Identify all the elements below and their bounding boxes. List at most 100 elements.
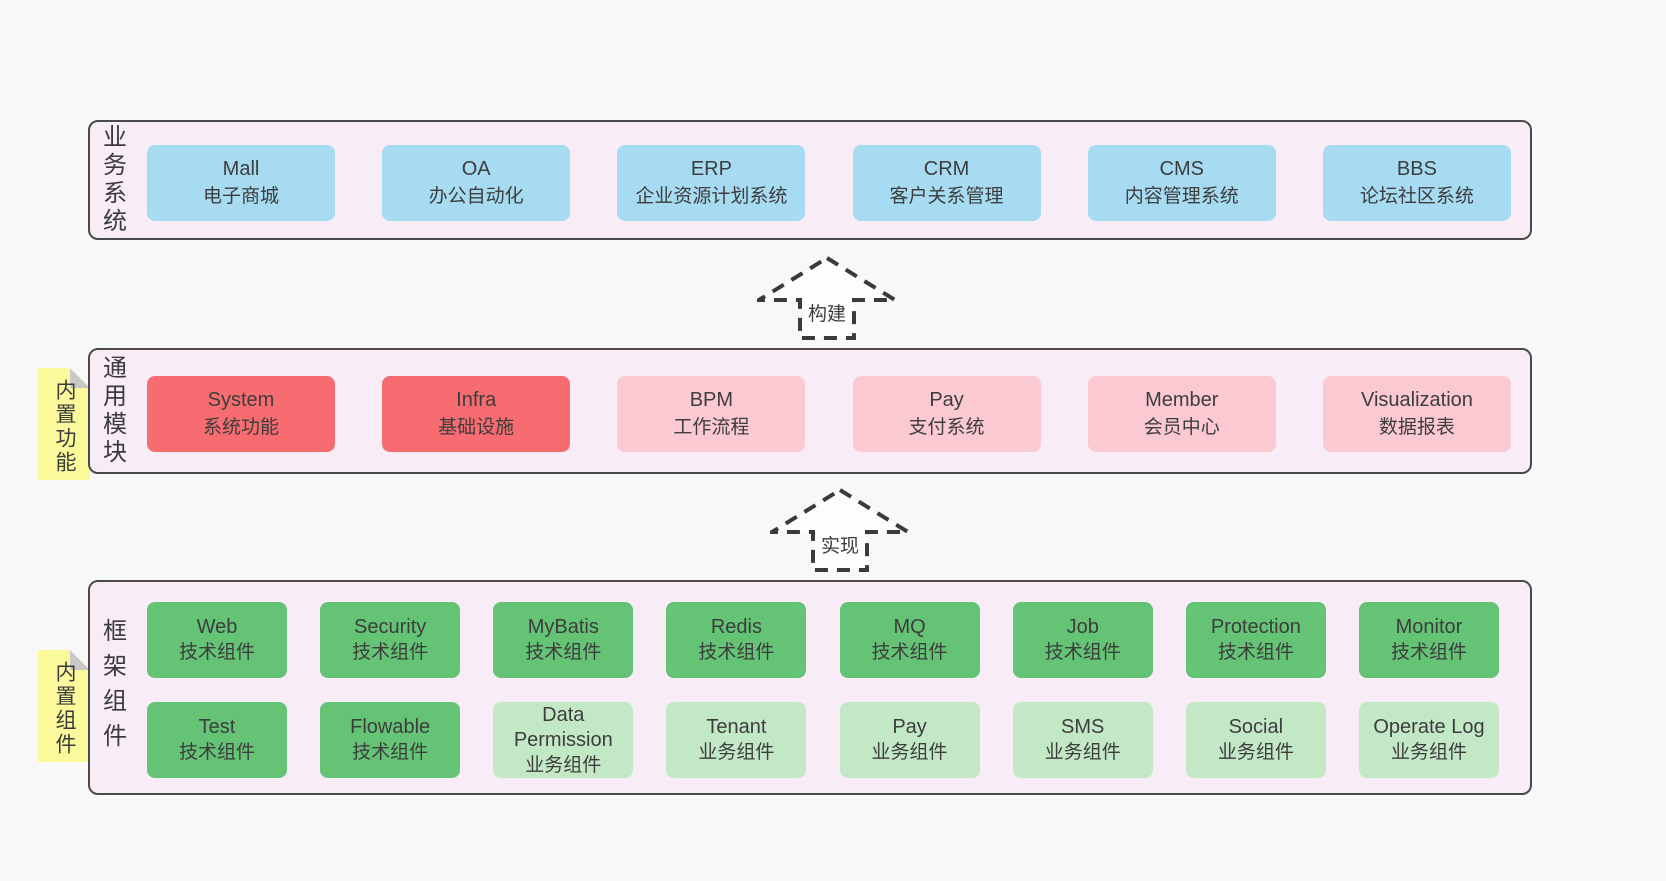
box-subtitle: 业务组件 <box>698 742 775 763</box>
box-monitor: Monitor 技术组件 <box>1358 602 1499 678</box>
dashed-up-arrow-icon <box>770 488 910 572</box>
box-member: Member 会员中心 <box>1087 376 1276 452</box>
box-title: Pay <box>929 389 964 411</box>
box-subtitle: 业务组件 <box>1390 742 1467 763</box>
box-subtitle: 技术组件 <box>178 642 255 663</box>
box-subtitle: 系统功能 <box>202 417 279 438</box>
box-visualization: Visualization 数据报表 <box>1322 376 1511 452</box>
box-title: Job <box>1066 616 1099 638</box>
box-web: Web 技术组件 <box>147 602 287 678</box>
box-title: Mall <box>222 158 260 180</box>
box-title: Infra <box>456 389 497 411</box>
box-title: Operate Log <box>1373 716 1485 738</box>
box-subtitle: 客户关系管理 <box>889 186 1004 207</box>
layer-label: 框架组件 <box>98 617 126 758</box>
box-flowable: Flowable 技术组件 <box>320 702 461 778</box>
sticky-note-builtin-features: 内置功能 <box>38 368 90 480</box>
box-title: BBS <box>1396 158 1437 180</box>
box-social: Social 业务组件 <box>1185 702 1326 778</box>
box-title: Monitor <box>1395 616 1463 638</box>
arrow-label: 构建 <box>807 304 846 325</box>
box-subtitle: 电子商城 <box>202 186 279 207</box>
box-title: OA <box>461 158 491 180</box>
box-subtitle: 内容管理系统 <box>1124 186 1239 207</box>
layer-business-systems: 业务系统 Mall 电子商城 OA 办公自动化 ERP 企业资源计划系统 CRM 客户关系管理… <box>88 120 1532 240</box>
box-subtitle: 技术组件 <box>871 642 948 663</box>
dashed-up-arrow-icon <box>757 256 897 340</box>
box-protection: Protection 技术组件 <box>1185 602 1326 678</box>
arrow-label: 实现 <box>820 536 859 557</box>
box-title: Social <box>1228 716 1284 738</box>
box-subtitle: 数据报表 <box>1378 417 1455 438</box>
box-subtitle: 业务组件 <box>1044 742 1121 763</box>
box-sms: SMS 业务组件 <box>1012 702 1153 778</box>
box-title: Data Permission <box>513 703 613 751</box>
box-title: Redis <box>710 616 762 638</box>
box-subtitle: 会员中心 <box>1143 417 1220 438</box>
box-subtitle: 工作流程 <box>673 417 750 438</box>
box-infra: Infra 基础设施 <box>382 376 571 452</box>
box-title: Tenant <box>706 716 767 738</box>
box-subtitle: 业务组件 <box>525 754 602 776</box>
box-oa: OA 办公自动化 <box>382 145 571 221</box>
sticky-label: 内置组件 <box>53 661 76 757</box>
box-subtitle: 技术组件 <box>352 742 429 763</box>
box-title: Flowable <box>350 716 431 738</box>
box-title: MQ <box>893 616 926 638</box>
box-title: Pay <box>892 716 927 738</box>
box-subtitle: 企业资源计划系统 <box>635 186 788 207</box>
layer-label: 业务系统 <box>98 124 126 236</box>
box-subtitle: 技术组件 <box>1044 642 1121 663</box>
box-subtitle: 技术组件 <box>1217 642 1294 663</box>
box-job: Job 技术组件 <box>1012 602 1153 678</box>
box-crm: CRM 客户关系管理 <box>852 145 1041 221</box>
box-mybatis: MyBatis 技术组件 <box>493 602 634 678</box>
box-title: BPM <box>689 389 734 411</box>
box-subtitle: 业务组件 <box>1217 742 1294 763</box>
box-title: Member <box>1145 389 1219 411</box>
box-mall: Mall 电子商城 <box>147 145 335 221</box>
box-bpm: BPM 工作流程 <box>617 376 806 452</box>
box-title: Visualization <box>1360 389 1473 411</box>
box-title: Protection <box>1210 616 1301 638</box>
box-title: System <box>207 389 275 411</box>
box-subtitle: 技术组件 <box>352 642 429 663</box>
box-title: ERP <box>690 158 732 180</box>
box-title: Security <box>354 616 427 638</box>
box-title: MyBatis <box>527 616 599 638</box>
box-tenant: Tenant 业务组件 <box>666 702 807 778</box>
box-data-permission: Data Permission 业务组件 <box>493 702 634 778</box>
sticky-note-builtin-components: 内置组件 <box>38 650 90 762</box>
box-security: Security 技术组件 <box>320 602 461 678</box>
sticky-label: 内置功能 <box>53 379 76 475</box>
box-subtitle: 技术组件 <box>698 642 775 663</box>
arrow-build: 构建 <box>757 256 897 340</box>
box-erp: ERP 企业资源计划系统 <box>617 145 806 221</box>
box-system: System 系统功能 <box>147 376 335 452</box>
box-title: SMS <box>1061 716 1105 738</box>
box-subtitle: 基础设施 <box>438 417 515 438</box>
layer-framework-components: 框架组件 Web 技术组件 Security 技术组件 MyBatis 技术组件 Redis… <box>88 580 1532 795</box>
box-subtitle: 技术组件 <box>525 642 602 663</box>
box-title: CMS <box>1159 158 1204 180</box>
box-subtitle: 技术组件 <box>178 742 255 763</box>
box-title: Test <box>198 716 236 738</box>
box-subtitle: 办公自动化 <box>428 186 524 207</box>
box-row: Mall 电子商城 OA 办公自动化 ERP 企业资源计划系统 CRM 客户关系管理 CMS 内容… <box>147 145 1511 221</box>
box-mq: MQ 技术组件 <box>839 602 980 678</box>
box-test: Test 技术组件 <box>147 702 287 778</box>
box-subtitle: 技术组件 <box>1390 642 1467 663</box>
arrow-implement: 实现 <box>770 488 910 572</box>
box-cms: CMS 内容管理系统 <box>1087 145 1276 221</box>
box-title: CRM <box>923 158 970 180</box>
box-title: Web <box>196 616 238 638</box>
layer-label: 通用模块 <box>98 355 126 467</box>
